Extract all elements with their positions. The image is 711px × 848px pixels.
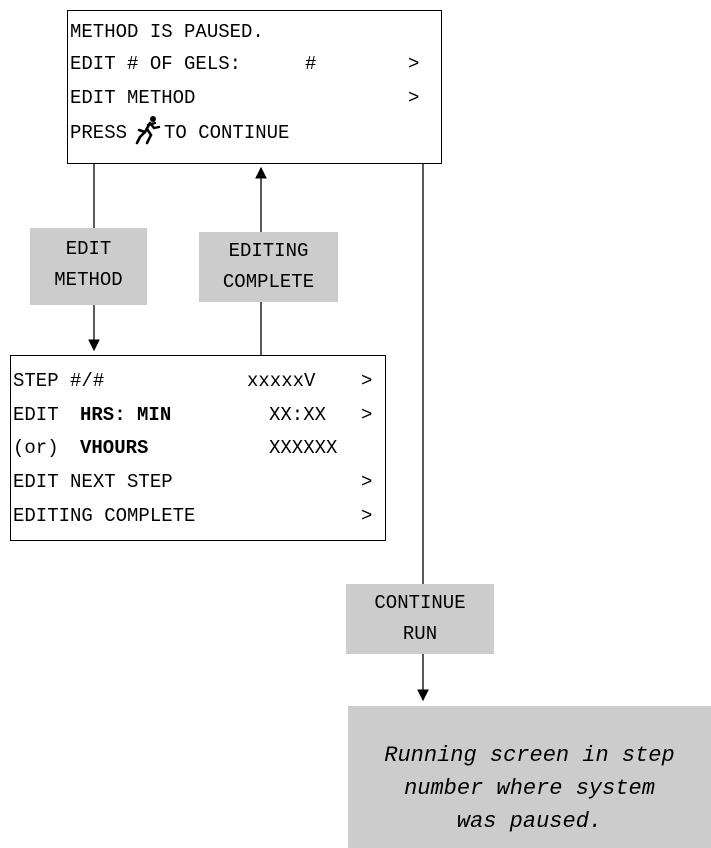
edit-time-prefix: EDIT	[13, 404, 59, 426]
note-line-2: number where system	[404, 776, 655, 801]
edit-method-label-line-2: METHOD	[54, 269, 123, 291]
editing-complete-label-line-2: COMPLETE	[222, 271, 315, 293]
edit-gels-arrow[interactable]: >	[408, 53, 420, 75]
editing-complete-label[interactable]: EDITING COMPLETE	[13, 505, 196, 527]
time-value: XX:XX	[269, 404, 327, 426]
edit-method-label-line-1: EDIT	[65, 238, 112, 260]
continue-label: TO CONTINUE	[164, 122, 290, 144]
running-screen-note: Running screen in step number where syst…	[348, 706, 711, 848]
press-label: PRESS	[70, 122, 128, 144]
continue-run-label-line-2: RUN	[402, 623, 438, 645]
step-label: STEP #/#	[13, 370, 105, 392]
editing-complete-arrow[interactable]: >	[361, 505, 373, 527]
edit-gels-label[interactable]: EDIT # OF GELS:	[70, 53, 242, 75]
gels-value: #	[305, 53, 317, 75]
hrs-min-label[interactable]: HRS: MIN	[80, 404, 172, 426]
continue-run-label-line-1: CONTINUE	[374, 592, 466, 614]
edit-method-transition-label: EDIT METHOD	[30, 228, 147, 305]
editing-complete-label-line-1: EDITING	[228, 240, 309, 262]
edit-method-screen: STEP #/# xxxxxV > EDIT HRS: MIN XX:XX > …	[10, 355, 386, 541]
or-prefix: (or)	[13, 437, 59, 459]
continue-run-transition-label: CONTINUE RUN	[346, 584, 494, 654]
step-arrow[interactable]: >	[361, 370, 373, 392]
editing-complete-transition-label: EDITING COMPLETE	[199, 232, 338, 302]
running-man-icon	[135, 115, 161, 145]
vhours-label[interactable]: VHOURS	[80, 437, 149, 459]
edit-next-step-arrow[interactable]: >	[361, 471, 373, 493]
vhours-value: XXXXXX	[269, 437, 338, 459]
paused-line-1: METHOD IS PAUSED.	[70, 21, 264, 43]
edit-method-arrow[interactable]: >	[408, 87, 420, 109]
edit-method-label[interactable]: EDIT METHOD	[70, 87, 196, 109]
paused-screen: METHOD IS PAUSED. EDIT # OF GELS: # > ED…	[67, 10, 442, 164]
note-line-3: was paused.	[456, 809, 603, 834]
step-voltage-value: xxxxxV	[247, 370, 316, 392]
note-line-1: Running screen in step	[384, 743, 675, 768]
edit-next-step-label[interactable]: EDIT NEXT STEP	[13, 471, 173, 493]
edit-time-arrow[interactable]: >	[361, 404, 373, 426]
